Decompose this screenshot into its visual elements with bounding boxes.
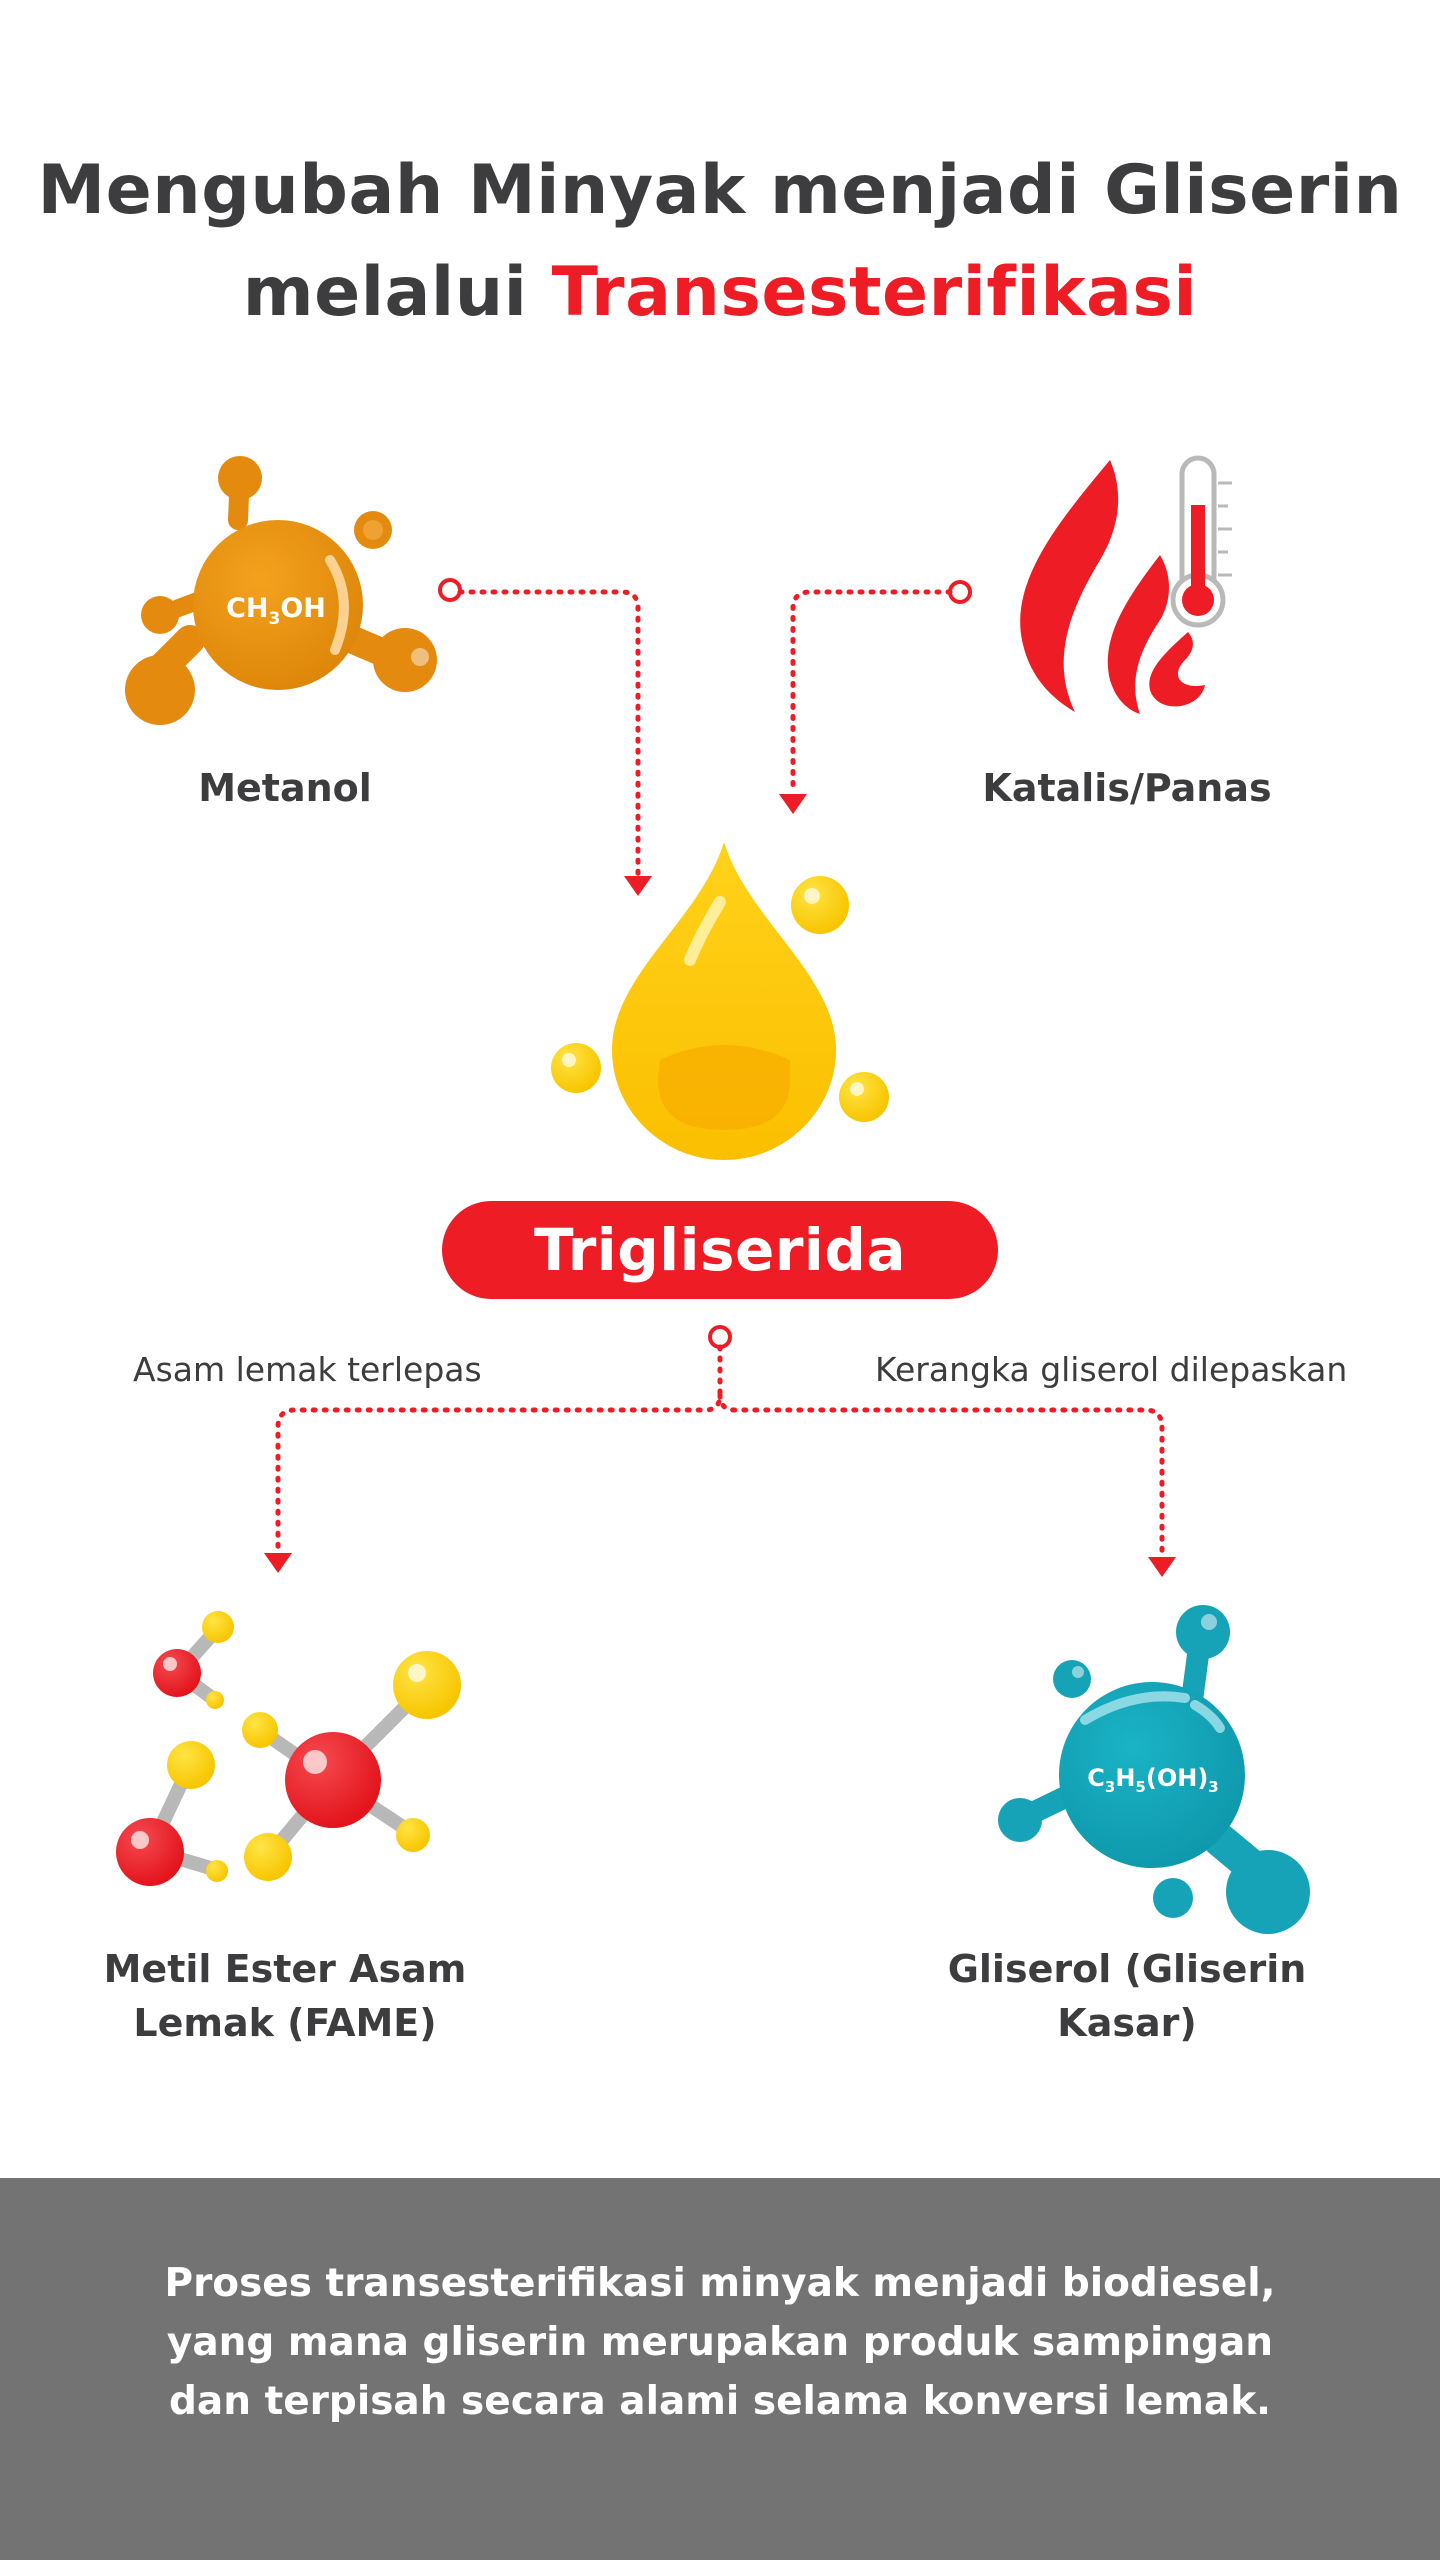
title-line-2: melalui Transesterifikasi xyxy=(0,242,1440,344)
diagram-graphics: CH3OH xyxy=(116,455,1310,1934)
right-branch-note: Kerangka gliserol dilepaskan xyxy=(875,1350,1348,1389)
methanol-formula-sub: 3 xyxy=(269,609,281,629)
svg-text:CH3OH: CH3OH xyxy=(226,593,326,629)
triglyceride-label: Trigliserida xyxy=(442,1201,998,1299)
catalyst-label: Katalis/Panas xyxy=(982,766,1272,810)
left-branch-note: Asam lemak terlepas xyxy=(133,1350,482,1389)
connector-catalyst-to-triglyceride xyxy=(779,580,972,814)
glycerol-formula-c: C xyxy=(1087,1764,1105,1792)
glycerol-label: Gliserol (Gliserin Kasar) xyxy=(907,1942,1347,2050)
glycerol-formula-h-sub: 5 xyxy=(1135,1778,1145,1796)
fame-label-line-1: Metil Ester Asam xyxy=(103,1947,467,1991)
thermometer-icon xyxy=(1170,455,1232,628)
title-line-1: Mengubah Minyak menjadi Gliserin xyxy=(37,151,1403,230)
fame-molecule-icon xyxy=(116,1611,461,1886)
glycerol-formula-oh: (OH) xyxy=(1146,1764,1208,1792)
flame-icon xyxy=(1020,460,1205,714)
svg-text:C3H5(OH)3: C3H5(OH)3 xyxy=(1087,1764,1218,1796)
oil-droplet-icon xyxy=(551,842,889,1160)
glycerol-formula-oh-sub: 3 xyxy=(1208,1778,1218,1796)
connector-triglyceride-branches xyxy=(264,1325,1176,1577)
page-title: Mengubah Minyak menjadi Gliserin melalui… xyxy=(0,140,1440,344)
footer-panel: Proses transesterifikasi minyak menjadi … xyxy=(0,2178,1440,2560)
title-accent: Transesterifikasi xyxy=(551,253,1198,332)
fame-label: Metil Ester Asam Lemak (FAME) xyxy=(60,1942,510,2050)
title-line-2-prefix: melalui xyxy=(242,253,552,332)
methanol-formula-tail: OH xyxy=(280,593,326,624)
glycerol-molecule-icon: C3H5(OH)3 xyxy=(998,1605,1310,1934)
fame-label-line-2: Lemak (FAME) xyxy=(133,2001,437,2045)
footer-text: Proses transesterifikasi minyak menjadi … xyxy=(164,2261,1276,2424)
methanol-label: Metanol xyxy=(198,766,372,810)
glycerol-label-line-2: Kasar) xyxy=(1057,2001,1197,2045)
connector-methanol-to-triglyceride xyxy=(438,578,652,896)
glycerol-formula-c-sub: 3 xyxy=(1105,1778,1115,1796)
glycerol-formula-h: H xyxy=(1115,1764,1135,1792)
methanol-formula-main: CH xyxy=(226,593,268,624)
glycerol-label-line-1: Gliserol (Gliserin xyxy=(947,1947,1307,1991)
methanol-molecule-icon: CH3OH xyxy=(125,456,437,725)
